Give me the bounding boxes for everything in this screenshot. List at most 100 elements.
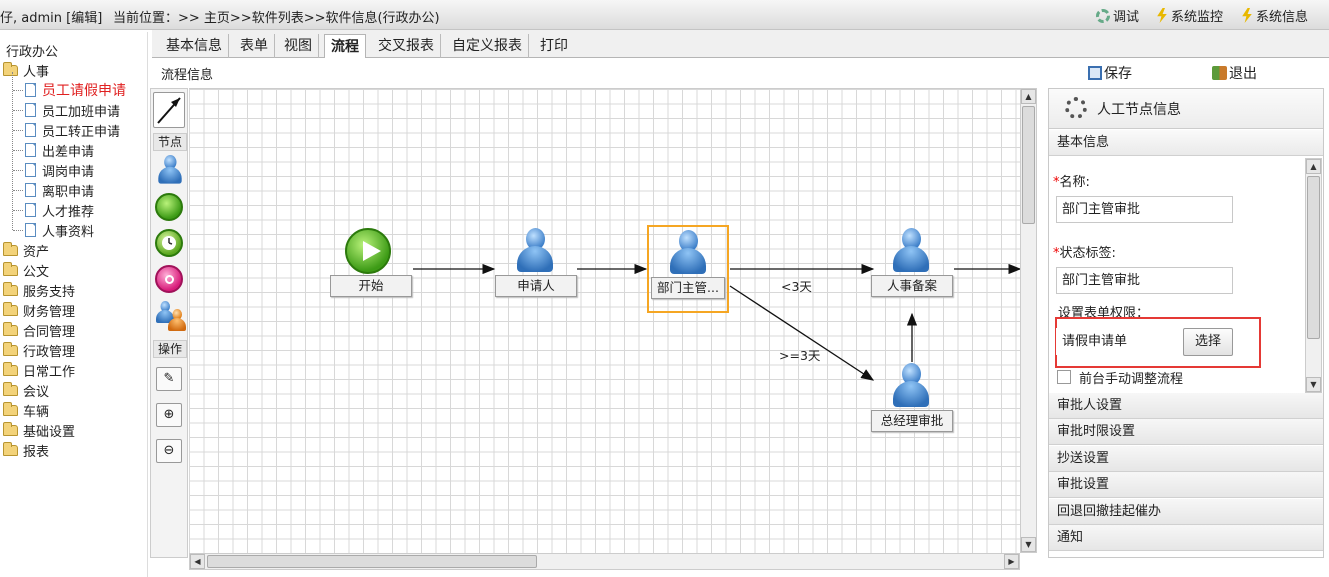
- tab-view[interactable]: 视图: [278, 34, 319, 58]
- tree-folder-personnel[interactable]: 人事: [3, 60, 49, 80]
- scroll-thumb[interactable]: [1022, 106, 1035, 224]
- section-title: 流程信息: [161, 68, 214, 83]
- person-icon: [157, 155, 183, 185]
- tree-folder-contracts[interactable]: 合同管理: [3, 320, 75, 340]
- end-node-tool[interactable]: [155, 265, 183, 293]
- node-dept-approval-selected[interactable]: 部门主管...: [647, 225, 729, 313]
- document-icon: [25, 103, 36, 117]
- tree-item-talent-referral[interactable]: 人才推荐: [13, 200, 94, 220]
- tree-item-hr-records[interactable]: 人事资料: [13, 220, 94, 240]
- tab-custom-report[interactable]: 自定义报表: [446, 34, 529, 58]
- document-icon: [25, 203, 36, 217]
- arrow-tool-icon: [157, 97, 181, 124]
- tree-folder-service[interactable]: 服务支持: [3, 280, 75, 300]
- edge-dept-gm[interactable]: [729, 285, 875, 381]
- human-node-tool[interactable]: [155, 155, 183, 185]
- tree-folder-reports[interactable]: 报表: [3, 440, 49, 460]
- tree-folder-label: 报表: [23, 444, 50, 460]
- system-info-label: 系统信息: [1256, 10, 1309, 25]
- tree-root[interactable]: 行政办公: [6, 44, 59, 60]
- debug-button[interactable]: 调试: [1096, 6, 1139, 25]
- save-button[interactable]: 保存: [1088, 63, 1132, 83]
- scroll-thumb[interactable]: [207, 555, 537, 568]
- flow-canvas[interactable]: 开始 申请人 部门主管... 人事备案 总经理审批 <3天 >=3天: [189, 88, 1020, 553]
- node-properties-panel: 人工节点信息 基本信息 *名称: 部门主管审批 *状态标签: 部门主管审批 设置…: [1048, 88, 1324, 558]
- group-node-tool[interactable]: [155, 301, 186, 331]
- name-label-text: 名称:: [1059, 175, 1090, 190]
- user-info[interactable]: 仔, admin [编辑]: [0, 11, 103, 26]
- folder-icon: [3, 281, 18, 296]
- tree-item-transfer[interactable]: 调岗申请: [13, 160, 94, 180]
- tree-folder-label: 人事: [23, 64, 50, 80]
- person-icon: [515, 228, 555, 274]
- tree-item-label: 员工加班申请: [42, 104, 121, 120]
- person-icon: [668, 230, 708, 276]
- zoom-out-icon: ⊖: [163, 443, 175, 458]
- name-input[interactable]: 部门主管审批: [1056, 196, 1233, 223]
- system-monitor-button[interactable]: 系统监控: [1156, 6, 1223, 25]
- status-input[interactable]: 部门主管审批: [1056, 267, 1233, 294]
- manual-adjust-checkbox[interactable]: [1057, 370, 1071, 384]
- scroll-down-icon[interactable]: ▼: [1021, 537, 1036, 552]
- system-info-button[interactable]: 系统信息: [1241, 6, 1308, 25]
- flow-toolbox: 节点 操作 ✎ ⊕ ⊖: [150, 88, 188, 558]
- tab-print[interactable]: 打印: [540, 38, 568, 54]
- tree-item-business-trip[interactable]: 出差申请: [13, 140, 94, 160]
- tree-folder-assets[interactable]: 资产: [3, 240, 49, 260]
- scroll-up-icon[interactable]: ▲: [1021, 89, 1036, 104]
- flow-edges: [413, 263, 1020, 381]
- scroll-left-icon[interactable]: ◀: [190, 554, 205, 569]
- section-basic-info[interactable]: 基本信息: [1049, 130, 1323, 156]
- form-permission-input[interactable]: 请假申请单: [1056, 328, 1184, 355]
- section-cc[interactable]: 抄送设置: [1049, 446, 1323, 472]
- scroll-thumb[interactable]: [1307, 176, 1320, 339]
- tree-item-leave-request[interactable]: 员工请假申请: [13, 80, 126, 100]
- tree-item-label: 调岗申请: [42, 164, 95, 180]
- tree-item-overtime[interactable]: 员工加班申请: [13, 100, 120, 120]
- canvas-horizontal-scrollbar[interactable]: ◀ ▶: [189, 553, 1020, 570]
- tab-cross-report[interactable]: 交叉报表: [372, 34, 441, 58]
- node-label: 开始: [330, 275, 412, 297]
- section-notify[interactable]: 通知: [1049, 525, 1323, 551]
- canvas-vertical-scrollbar[interactable]: ▲ ▼: [1020, 88, 1037, 553]
- node-label: 部门主管...: [651, 277, 725, 299]
- section-rollback[interactable]: 回退回撤挂起催办: [1049, 499, 1323, 525]
- eraser-tool[interactable]: ✎: [156, 367, 182, 391]
- tab-form[interactable]: 表单: [234, 34, 275, 58]
- tree-item-label: 员工请假申请: [42, 83, 126, 99]
- tree-folder-meetings[interactable]: 会议: [3, 380, 49, 400]
- tree-folder-label: 财务管理: [23, 304, 76, 320]
- section-approver[interactable]: 审批人设置: [1049, 393, 1323, 419]
- start-node-tool[interactable]: [155, 193, 183, 221]
- tree-item-resignation[interactable]: 离职申请: [13, 180, 94, 200]
- panel-vertical-scrollbar[interactable]: ▲ ▼: [1305, 158, 1322, 393]
- timer-node-tool[interactable]: [155, 229, 183, 257]
- tree-folder-basic-settings[interactable]: 基础设置: [3, 420, 75, 440]
- folder-open-icon: [3, 61, 18, 76]
- tree-folder-finance[interactable]: 财务管理: [3, 300, 75, 320]
- zoom-in-tool[interactable]: ⊕: [156, 403, 182, 427]
- tab-flow[interactable]: 流程: [324, 34, 366, 59]
- zoom-out-tool[interactable]: ⊖: [156, 439, 182, 463]
- exit-button[interactable]: 退出: [1212, 63, 1257, 83]
- tree-folder-admin[interactable]: 行政管理: [3, 340, 75, 360]
- tree-folder-daily-work[interactable]: 日常工作: [3, 360, 75, 380]
- tree-item-regularization[interactable]: 员工转正申请: [13, 120, 120, 140]
- choose-button[interactable]: 选择: [1183, 328, 1233, 356]
- section-time-limit[interactable]: 审批时限设置: [1049, 419, 1323, 445]
- tree-folder-vehicles[interactable]: 车辆: [3, 400, 49, 420]
- tree-folder-label: 公文: [23, 264, 50, 280]
- connector-arrow-tool[interactable]: [153, 92, 185, 128]
- person-icon: [891, 363, 931, 409]
- tree-folder-documents[interactable]: 公文: [3, 260, 49, 280]
- folder-icon: [3, 341, 18, 356]
- scroll-down-icon[interactable]: ▼: [1306, 377, 1321, 392]
- tab-basic-info[interactable]: 基本信息: [160, 34, 229, 58]
- scroll-right-icon[interactable]: ▶: [1004, 554, 1019, 569]
- document-icon: [25, 183, 36, 197]
- tree-folder-label: 基础设置: [23, 424, 76, 440]
- section-approval-settings[interactable]: 审批设置: [1049, 472, 1323, 498]
- scroll-up-icon[interactable]: ▲: [1306, 159, 1321, 174]
- panel-header: 人工节点信息: [1049, 89, 1323, 129]
- tree-item-label: 员工转正申请: [42, 124, 121, 140]
